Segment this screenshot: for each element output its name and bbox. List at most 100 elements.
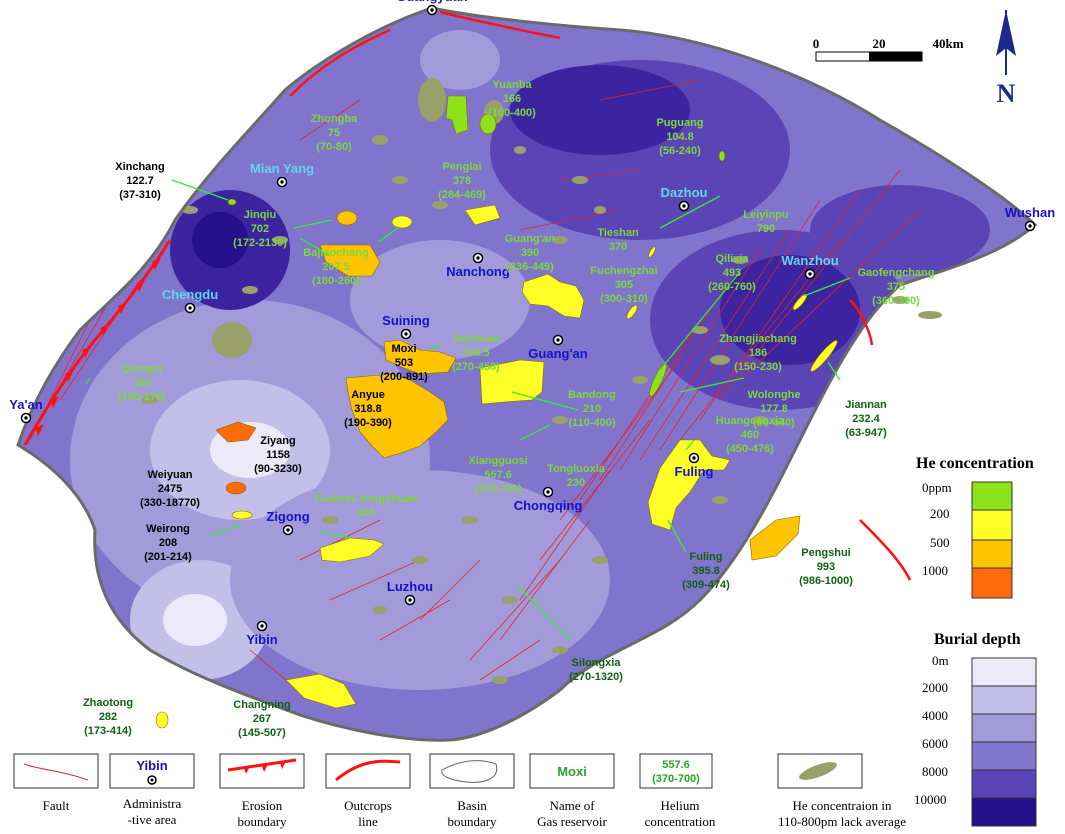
admin-dot-center — [24, 416, 28, 420]
admin-area-label: Wushan — [1005, 205, 1055, 220]
admin-area-label: Suining — [382, 313, 430, 328]
admin-dot-center — [286, 528, 290, 532]
admin-dot-center — [692, 456, 696, 460]
admin-area-label: Wanzhou — [781, 253, 838, 268]
gas-reservoir-name: Fuchengzhai — [590, 265, 657, 277]
admin-dot-center — [556, 338, 560, 342]
burial-depth-legend: Burial depth 0m 2000 4000 6000 8000 1000… — [914, 631, 1037, 827]
bottom-legend: Yibin Moxi 557.6 (370-700) Fault Adminis… — [13, 753, 906, 829]
admin-area-label: Yibin — [246, 632, 277, 647]
he-legend-title: He concentration — [916, 455, 1034, 472]
admin-dot-center — [1028, 224, 1032, 228]
helium-concentration-label: (270-458) — [452, 361, 500, 373]
helium-concentration-label: (360-390) — [872, 295, 920, 307]
gas-reservoir-name: Penglai — [442, 161, 481, 173]
gas-reservoir-name: Fushun-Yongchuan — [315, 493, 418, 505]
gas-reservoir-name: Guang'an — [505, 233, 556, 245]
gas-reservoir-name: Weirong — [146, 523, 190, 535]
admin-dot-center — [188, 306, 192, 310]
gas-reservoir-name: Silongxia — [572, 657, 622, 669]
gas-reservoir-name: Jiannan — [845, 399, 887, 411]
helium-concentration-label: (180-260) — [312, 275, 360, 287]
helium-concentration-label: (201-214) — [144, 551, 192, 563]
admin-area-label: Guang'an — [528, 346, 587, 361]
helium-concentration-label: 208 — [159, 537, 177, 549]
legend-label-admin-2: -tive area — [128, 812, 177, 827]
admin-area-label: Chongqing — [514, 498, 583, 513]
helium-concentration-label: 493 — [723, 267, 741, 279]
scale-bar: 0 20 40km — [813, 36, 964, 62]
legend-helium-sample-a: 557.6 — [662, 759, 690, 771]
legend-label-lack-average-2: 110-800pm lack average — [778, 814, 906, 829]
helium-concentration-label: (330-18770) — [140, 497, 200, 509]
gas-reservoir-name: Pengshui — [801, 547, 851, 559]
helium-concentration-label: (260-760) — [708, 281, 756, 293]
helium-concentration-label: 557.6 — [484, 469, 512, 481]
helium-concentration-label: (172-2130) — [233, 237, 287, 249]
helium-concentration-label: (63-947) — [845, 427, 887, 439]
admin-dot-center — [682, 204, 686, 208]
helium-concentration-label: 267 — [253, 713, 271, 725]
legend-label-erosion: Erosion — [242, 798, 283, 813]
gas-reservoir-name: Fuling — [690, 551, 723, 563]
gas-reservoir-name: Zhongba — [311, 113, 358, 125]
helium-concentration-label: (190-390) — [344, 417, 392, 429]
admin-dot-center — [476, 256, 480, 260]
legend-label-outcrop: Outcrops — [344, 798, 392, 813]
helium-concentration-label: (110-400) — [568, 417, 615, 429]
gas-reservoir-name: Wolonghe — [748, 389, 801, 401]
gas-reservoir-name: Huangcaoxia — [716, 415, 785, 427]
helium-concentration-label: (284-469) — [438, 189, 486, 201]
helium-concentration-label: 210 — [583, 403, 601, 415]
gas-reservoir-name: Weiyuan — [147, 469, 192, 481]
helium-concentration-label: 375 — [887, 281, 905, 293]
helium-concentration-label: 177.8 — [760, 403, 788, 415]
legend-label-helium: Helium — [661, 798, 700, 813]
admin-area-label: Zigong — [266, 509, 309, 524]
admin-dot-center — [808, 272, 812, 276]
helium-concentration-label: 75 — [328, 127, 340, 139]
gas-reservoir-name: Bajiaochang — [303, 247, 368, 259]
helium-concentration-label: 122.7 — [126, 175, 154, 187]
legend-label-reservoir-2: Gas reservoir — [537, 814, 607, 829]
gas-reservoir-name: Puguang — [656, 117, 703, 129]
helium-concentration-label: (100-400) — [488, 107, 536, 119]
helium-concentration-label: 232.4 — [852, 413, 880, 425]
helium-concentration-label: (150-230) — [734, 361, 782, 373]
admin-dot-center — [408, 598, 412, 602]
depth-legend-title: Burial depth — [934, 631, 1021, 648]
legend-helium-sample-b: (370-700) — [652, 773, 700, 785]
gas-reservoir-name: Jinqiu — [244, 209, 276, 221]
gas-reservoir-name: Gaofengchang — [857, 267, 934, 279]
helium-concentration-label: 318.8 — [354, 403, 382, 415]
gas-field-shapes — [155, 95, 838, 729]
he-legend-label: 0ppm — [922, 480, 952, 495]
annotation-arrows — [85, 179, 851, 641]
legend-label-admin: Administra — [123, 796, 182, 811]
depth-legend-label: 6000 — [922, 736, 948, 751]
legend-label-helium-2: concentration — [645, 814, 716, 829]
admin-dot-center — [546, 490, 550, 494]
he-legend-label: 500 — [930, 535, 950, 550]
admin-dot-center — [260, 624, 264, 628]
helium-concentration-label: 378 — [453, 175, 471, 187]
depth-legend-label: 10000 — [914, 792, 947, 807]
legend-label-basin-2: boundary — [447, 814, 497, 829]
helium-concentration-label: (37-310) — [119, 189, 161, 201]
admin-area-label: Fuling — [675, 464, 714, 479]
depth-legend-label: 8000 — [922, 764, 948, 779]
scale-tick-0: 0 — [813, 36, 820, 51]
north-label: N — [997, 79, 1016, 108]
gas-reservoir-name: Qiongxi — [122, 363, 163, 375]
outcrop-lines — [289, 10, 912, 581]
admin-area-label: Guangyuan — [396, 0, 468, 4]
helium-concentration-label: (450-476) — [726, 443, 774, 455]
admin-area-label: Chengdu — [162, 287, 218, 302]
legend-label-erosion-2: boundary — [237, 814, 287, 829]
he-concentration-legend: He concentration 0ppm 200 500 1000 — [916, 455, 1034, 599]
legend-reservoir-sample: Moxi — [557, 764, 587, 779]
helium-concentration-label: 993 — [817, 561, 835, 573]
helium-concentration-label: 702 — [251, 223, 269, 235]
helium-concentration-label: (370-700) — [474, 483, 522, 495]
